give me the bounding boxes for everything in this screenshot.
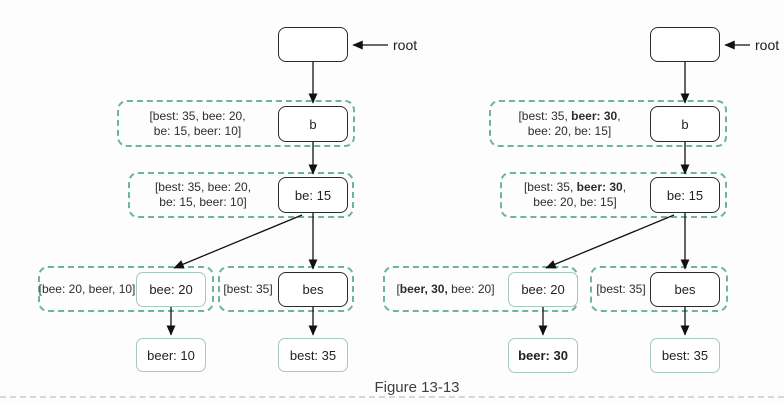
- left-node-beer: beer: 10: [136, 338, 206, 372]
- left-node-bee: bee: 20: [136, 272, 206, 307]
- right-dashed-box-bes: [590, 266, 728, 312]
- left-annotation-be-line2: be: 15, beer: 10]: [159, 195, 247, 209]
- left-annotation-b: [best: 35, bee: 20, be: 15, beer: 10]: [117, 100, 278, 147]
- right-annotation-bes-line: [best: 35]: [596, 281, 646, 296]
- left-annotation-bes-line: [best: 35]: [223, 281, 273, 296]
- right-dashed-box-b: [489, 100, 727, 147]
- right-annotation-b-line2: bee: 20, be: 15]: [527, 123, 612, 138]
- left-node-bes: bes: [278, 272, 348, 307]
- page-bottom-divider: [0, 396, 784, 398]
- right-dashed-box-be: [500, 172, 727, 218]
- right-node-be: be: 15: [650, 177, 720, 213]
- right-annotation-be-line1: [best: 35, beer: 30,: [523, 180, 627, 194]
- left-annotation-b-line2: be: 15, beer: 10]: [153, 123, 242, 138]
- left-node-be: be: 15: [278, 177, 348, 213]
- left-dashed-box-bee: [38, 266, 214, 312]
- right-node-root: [650, 27, 720, 62]
- right-root-label: root: [755, 37, 780, 53]
- right-annotation-bee-line: [beer, 30, bee: 20]: [396, 281, 495, 296]
- right-node-beer: beer: 30: [508, 338, 578, 373]
- right-arrow-be-to-bee: [545, 214, 675, 269]
- left-annotation-bee: [bee: 20, beer, 10]: [38, 266, 136, 312]
- left-annotation-bee-line: [bee: 20, beer, 10]: [38, 281, 136, 296]
- left-annotation-b-line1: [best: 35, bee: 20,: [149, 108, 246, 123]
- right-node-bes: bes: [650, 272, 720, 307]
- right-annotation-bes: [best: 35]: [590, 266, 652, 312]
- left-annotation-be-line1: [best: 35, bee: 20,: [154, 180, 252, 194]
- left-node-b: b: [278, 106, 348, 142]
- left-dashed-box-be: [128, 172, 354, 218]
- left-annotation-be: [best: 35, bee: 20, be: 15, beer: 10]: [128, 172, 278, 218]
- left-annotation-bes: [best: 35]: [218, 266, 278, 312]
- right-annotation-b: [best: 35, beer: 30, bee: 20, be: 15]: [489, 100, 650, 147]
- right-annotation-be: [best: 35, beer: 30, bee: 20, be: 15]: [500, 172, 650, 218]
- figure-caption: Figure 13-13: [374, 379, 460, 396]
- right-annotation-bee: [beer, 30, bee: 20]: [383, 266, 508, 312]
- left-arrow-be-to-bee: [173, 214, 303, 269]
- right-node-best: best: 35: [650, 338, 720, 373]
- right-node-bee: bee: 20: [508, 272, 578, 307]
- right-annotation-b-line1: [best: 35, beer: 30,: [518, 108, 621, 123]
- left-root-label: root: [393, 37, 418, 53]
- right-annotation-be-line2: bee: 20, be: 15]: [533, 195, 617, 209]
- left-dashed-box-b: [117, 100, 355, 147]
- left-dashed-box-bes: [218, 266, 354, 312]
- left-node-root: [278, 27, 348, 62]
- left-node-best: best: 35: [278, 338, 348, 372]
- right-node-b: b: [650, 106, 720, 142]
